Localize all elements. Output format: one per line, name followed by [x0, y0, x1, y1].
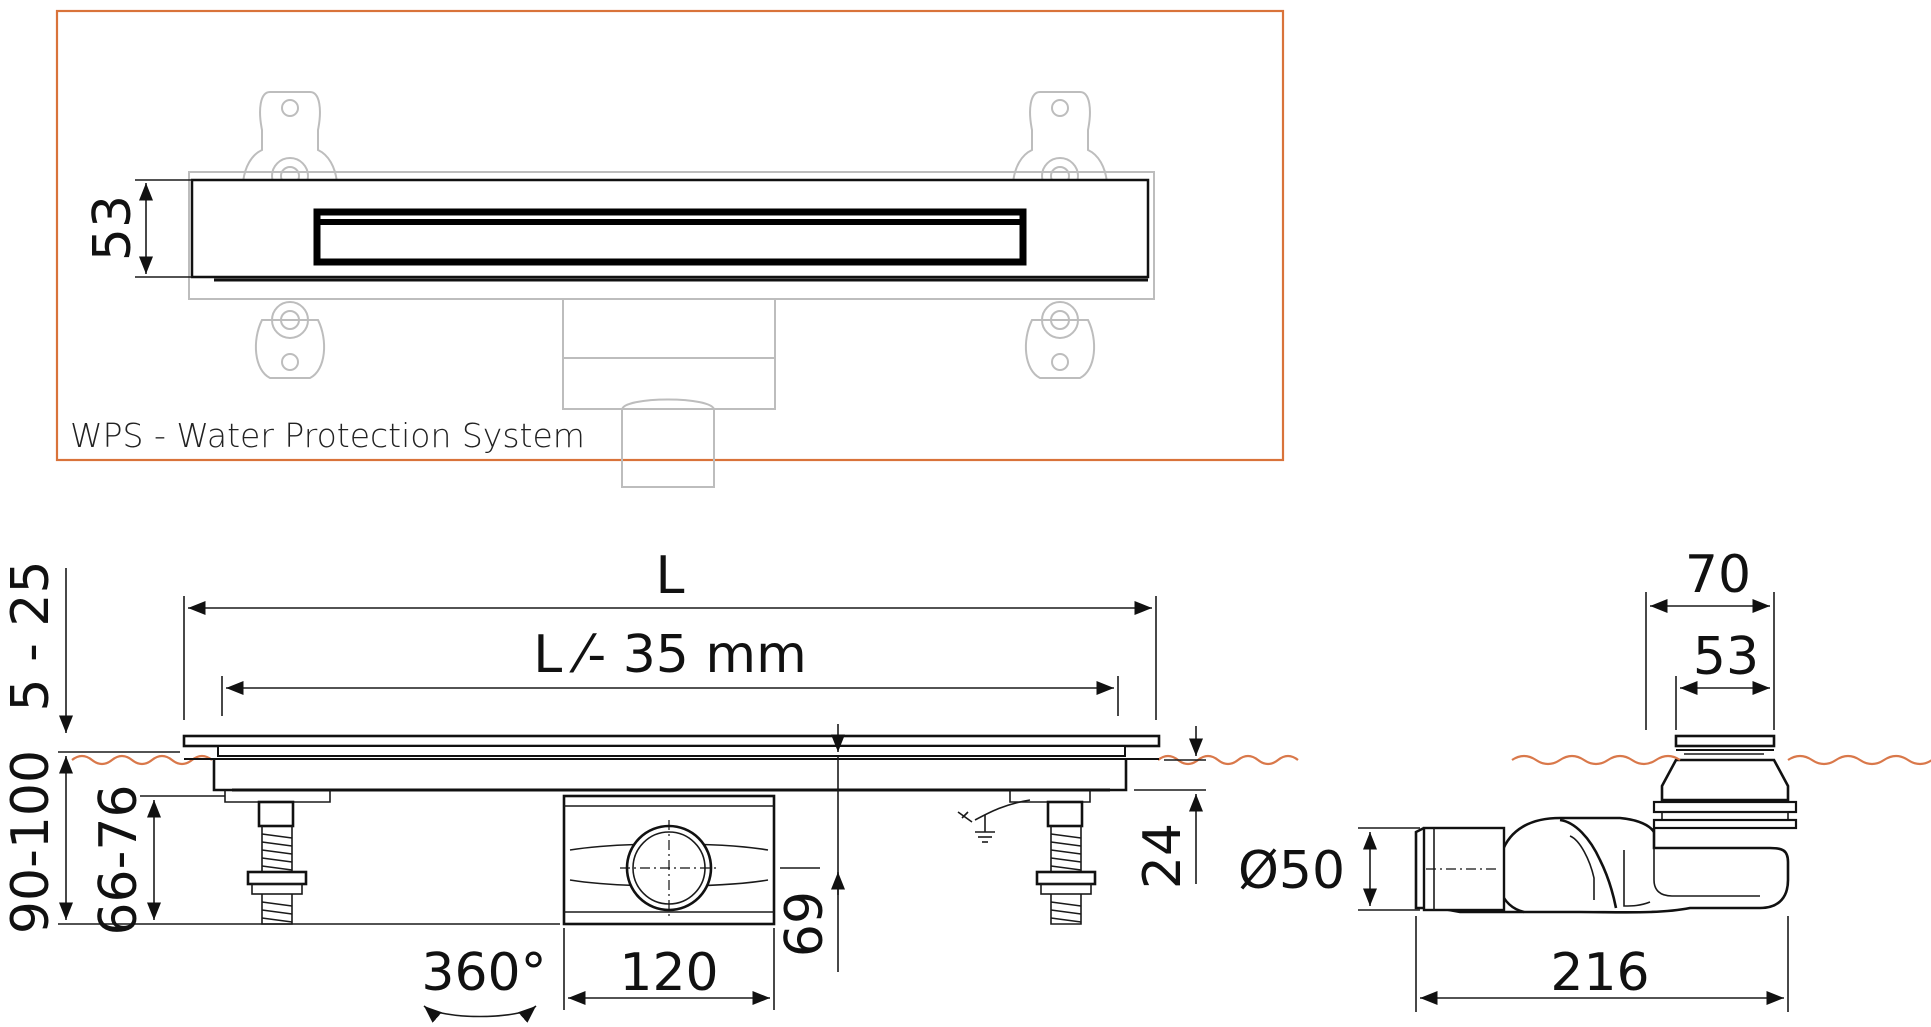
outlet-width-label: 120 — [619, 943, 718, 1003]
height-feet-label: 66-76 — [89, 784, 149, 935]
trap-length-label: 216 — [1550, 943, 1649, 1003]
outlet-box — [562, 794, 776, 926]
top-view-frame — [55, 9, 1285, 462]
pipe-diameter-label: Ø50 — [1238, 841, 1345, 901]
channel-depth-label: 24 — [1133, 823, 1193, 889]
wps-caption: WPS - Water Protection System — [70, 416, 585, 455]
front-view: L L ⁄- 35 mm 5 - 25 90-100 66-76 69 24 — [1, 546, 1299, 1023]
siphon-trap — [1414, 816, 1790, 914]
earth-ground-icon — [957, 799, 1031, 843]
rotation-arrow-icon — [423, 1005, 537, 1023]
length-grate-label: L ⁄- 35 mm — [533, 625, 806, 685]
side-water-line-left — [1511, 754, 1681, 766]
adjustable-foot-right — [1009, 790, 1097, 925]
side-width-total-label: 70 — [1685, 545, 1751, 605]
rotation-label: 360° — [421, 943, 546, 1003]
top-height-label: 53 — [83, 195, 143, 261]
side-width-inner-label: 53 — [1693, 627, 1759, 687]
outlet-height-label: 69 — [775, 891, 835, 957]
adjustable-foot-left — [224, 790, 331, 925]
side-view: 70 53 Ø50 216 — [1238, 545, 1931, 1012]
side-water-line-right — [1787, 754, 1931, 766]
top-view: 53 WPS - Water Protection System — [55, 9, 1285, 488]
floor-water-line-right — [1157, 754, 1299, 766]
side-collar — [1660, 758, 1790, 802]
front-grate — [182, 734, 1161, 748]
height-total-label: 90-100 — [1, 750, 61, 934]
adjust-top-label: 5 - 25 — [1, 560, 61, 711]
floor-water-line-left — [71, 754, 213, 766]
channel-body — [212, 759, 1128, 792]
grate-slot — [313, 208, 1027, 266]
side-grate — [1674, 734, 1776, 748]
front-grate-inner — [217, 745, 1126, 757]
length-total-label: L — [656, 546, 685, 606]
outlet-box-ghost — [562, 298, 776, 410]
